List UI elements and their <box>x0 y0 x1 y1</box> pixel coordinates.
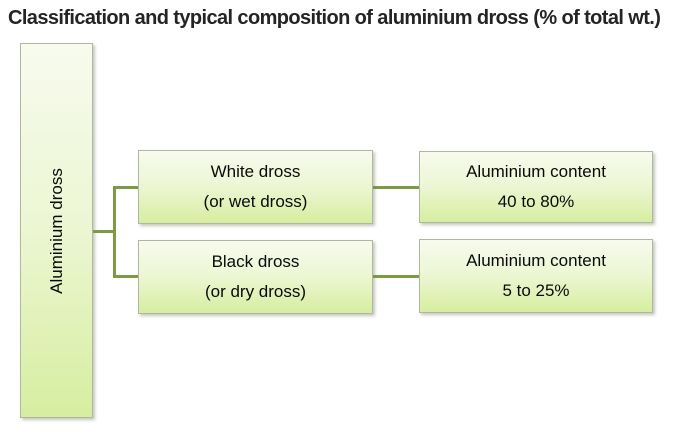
root-box-aluminium-dross: Aluminium dross <box>20 43 93 418</box>
branch-box-black-dross: Black dross (or dry dross) <box>138 240 373 314</box>
content-value: 5 to 25% <box>502 281 570 300</box>
connector-white-dross-stub <box>113 186 138 189</box>
connector-black-to-content <box>373 275 419 278</box>
diagram-title: Classification and typical composition o… <box>8 7 661 29</box>
branch-alias: (or dry dross) <box>204 282 307 301</box>
connector-root-horizontal <box>93 230 115 233</box>
content-box-white-dross-aluminium: Aluminium content 40 to 80% <box>419 151 653 223</box>
branch-alias: (or wet dross) <box>203 192 308 211</box>
connector-white-to-content <box>373 186 419 189</box>
branch-name: Black dross <box>211 252 300 271</box>
content-box-black-dross-aluminium: Aluminium content 5 to 25% <box>419 239 653 313</box>
connector-branch-vertical <box>113 186 116 278</box>
content-title: Aluminium content <box>466 162 606 181</box>
content-title: Aluminium content <box>466 251 606 270</box>
branch-box-white-dross: White dross (or wet dross) <box>138 150 373 224</box>
content-value: 40 to 80% <box>497 192 575 211</box>
connector-black-dross-stub <box>113 275 138 278</box>
branch-name: White dross <box>210 162 301 181</box>
root-label: Aluminium dross <box>46 167 66 294</box>
